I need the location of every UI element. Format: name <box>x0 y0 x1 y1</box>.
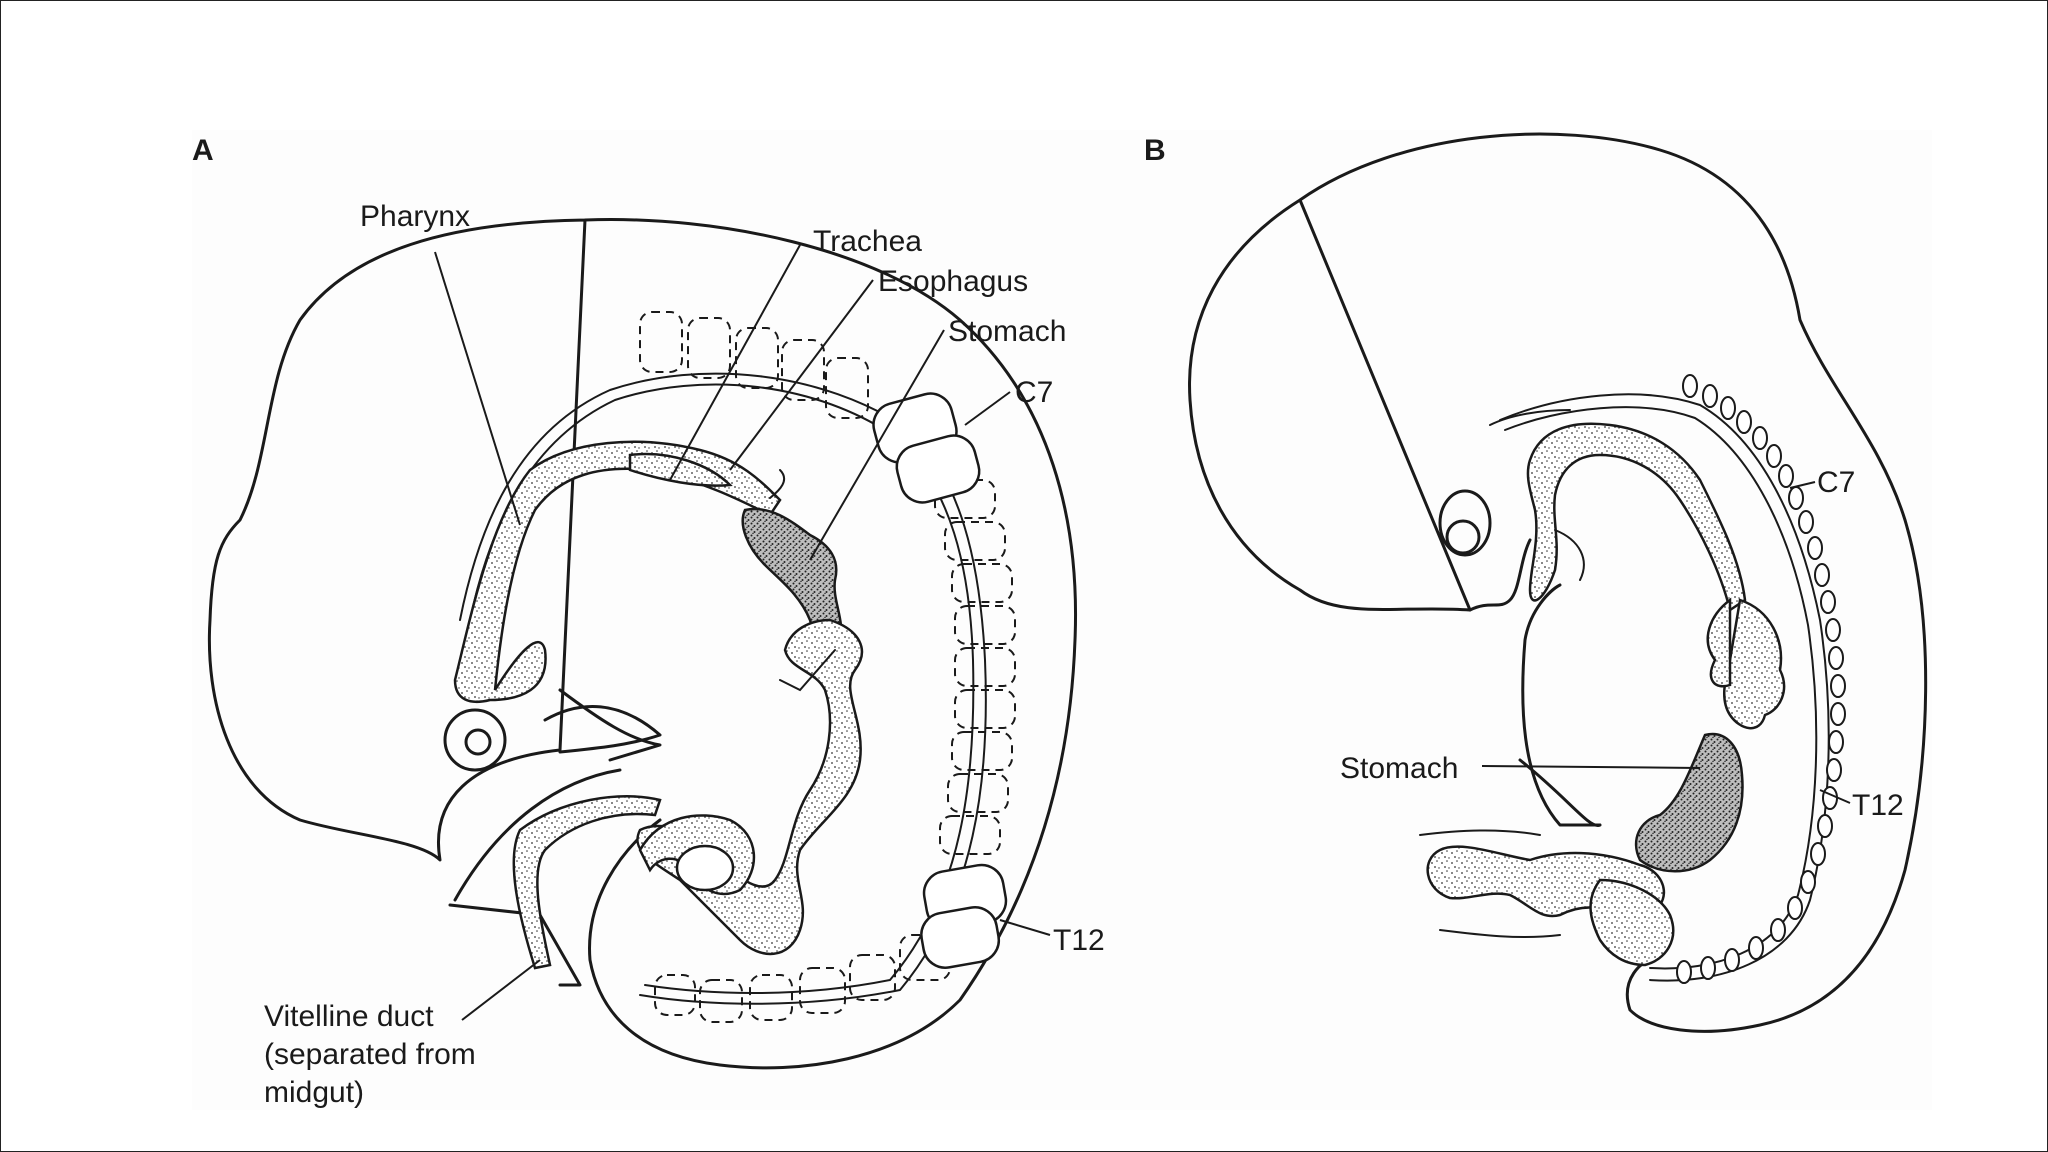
panel-a-trachea <box>628 452 733 487</box>
panel-b-embryo-outline <box>1188 132 1928 1033</box>
panel-a-embryo-outline <box>207 218 1077 1070</box>
label-t12-b: T12 <box>1852 789 1904 822</box>
panel-b-eye <box>1438 489 1492 557</box>
panel-a-otic-vesicle <box>443 708 507 772</box>
label-c7-b: C7 <box>1817 466 1855 499</box>
panel-b-lung-buds-left <box>1706 597 1732 688</box>
panel-a-leader-c7 <box>964 391 1011 426</box>
panel-a-vitelline-duct <box>512 795 662 970</box>
panel-a-leader-esophagus <box>729 279 874 471</box>
panel-b-stomach <box>1634 732 1744 873</box>
label-esophagus: Esophagus <box>878 265 1028 298</box>
panel-a-tail-fold <box>448 768 622 987</box>
panel-a-neural-tube-outer <box>459 372 987 1005</box>
panel-a-leader-stomach <box>809 329 945 561</box>
panel-b-lung-buds <box>1723 598 1786 730</box>
panel-a: A <box>192 134 1105 1109</box>
panel-a-pharyngeal-pouch <box>558 688 662 762</box>
label-c7-a: C7 <box>1015 376 1053 409</box>
label-vitelline-duct-line3: midgut) <box>264 1076 364 1109</box>
panel-b-face <box>1468 538 1532 612</box>
label-trachea: Trachea <box>813 225 922 258</box>
panel-b-leader-c7 <box>1789 481 1816 489</box>
panel-b-somites <box>1676 374 1846 984</box>
panel-a-leader-t12 <box>999 919 1051 936</box>
label-pharynx: Pharynx <box>360 200 470 233</box>
panel-a-somites-dashed <box>639 311 1016 1023</box>
panel-a-leader-pharynx <box>434 251 521 526</box>
panel-a-leader-trachea <box>669 244 801 481</box>
panel-b: B <box>1144 132 1928 1033</box>
panel-a-leader-vitelline <box>461 959 541 1021</box>
label-stomach-b: Stomach <box>1340 752 1458 785</box>
panel-a-somites-solid <box>872 392 1008 969</box>
panel-b-neural-tube <box>1499 393 1830 982</box>
label-vitelline-duct-line2: (separated from <box>264 1038 476 1071</box>
panel-a-midgut <box>636 618 864 956</box>
panel-b-pharynx-outline <box>1489 409 1585 581</box>
label-vitelline-duct-line1: Vitelline duct <box>264 1000 434 1033</box>
panel-a-neural-tube-inner <box>469 383 975 994</box>
panel-b-letter: B <box>1144 134 1166 167</box>
panel-b-allantois <box>1419 829 1561 939</box>
label-stomach-a: Stomach <box>948 315 1066 348</box>
panel-b-leader-stomach <box>1481 765 1701 769</box>
panel-b-leader-t12 <box>1819 789 1851 804</box>
panel-a-gut-lumen <box>675 844 735 892</box>
panel-b-lens <box>1445 519 1481 555</box>
panel-a-otic-vesicle-inner <box>464 728 492 756</box>
panel-b-hindgut <box>1589 878 1675 967</box>
panel-a-small-duct <box>769 469 836 692</box>
panel-a-body-wall <box>543 705 662 754</box>
panel-b-foregut <box>1526 422 1747 613</box>
panel-a-foregut <box>453 440 782 704</box>
label-t12-a: T12 <box>1053 924 1105 957</box>
panel-a-letter: A <box>192 134 214 167</box>
